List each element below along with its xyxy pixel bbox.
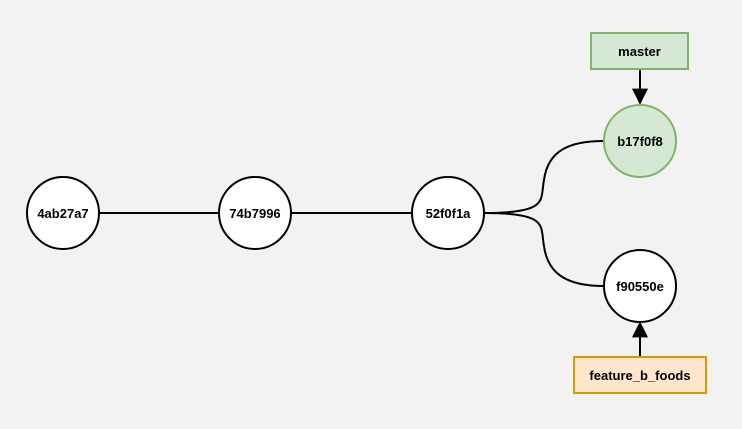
commit-circle (218, 176, 292, 250)
branch-label-master[interactable]: master (590, 32, 689, 70)
edge-52f0f1a-b17f0f8 (483, 140, 605, 214)
branch-name: master (618, 44, 661, 59)
commit-node-52f0f1a[interactable]: 52f0f1a (411, 176, 485, 250)
branch-label-feature-b-foods[interactable]: feature_b_foods (573, 356, 707, 394)
commit-hash-label: 52f0f1a (426, 206, 472, 221)
commit-node-b17f0f8[interactable]: b17f0f8 (603, 104, 677, 178)
commit-edges (99, 140, 605, 287)
commit-circle (26, 176, 100, 250)
commit-node-f90550e[interactable]: f90550e (603, 249, 677, 323)
commit-hash-label: 4ab27a7 (37, 206, 88, 221)
edge-52f0f1a-f90550e (483, 212, 605, 287)
commit-node-74b7996[interactable]: 74b7996 (218, 176, 292, 250)
commit-hash-label: f90550e (616, 279, 664, 294)
commit-circle (603, 104, 677, 178)
commit-hash-label: 74b7996 (229, 206, 280, 221)
commit-circle (411, 176, 485, 250)
commit-node-4ab27a7[interactable]: 4ab27a7 (26, 176, 100, 250)
commit-circle (603, 249, 677, 323)
commit-hash-label: b17f0f8 (617, 134, 663, 149)
branch-name: feature_b_foods (589, 368, 690, 383)
branch-box (590, 32, 689, 70)
branch-box (573, 356, 707, 394)
